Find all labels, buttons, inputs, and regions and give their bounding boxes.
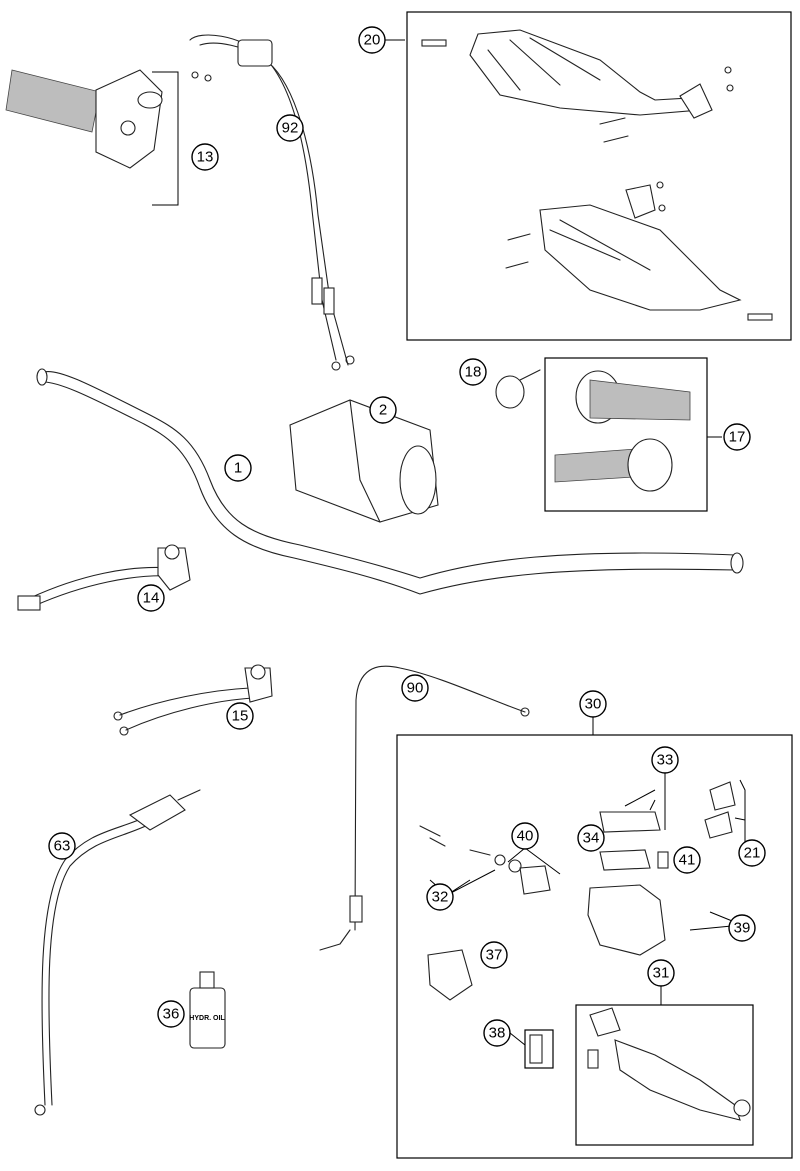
svg-text:92: 92 xyxy=(282,120,299,137)
handlebar xyxy=(36,368,744,595)
grips-group-frame xyxy=(544,357,708,512)
svg-text:90: 90 xyxy=(407,680,424,697)
callout-21: 21 xyxy=(738,839,766,867)
svg-text:17: 17 xyxy=(729,429,746,446)
brake-lever-frame xyxy=(575,1004,754,1146)
svg-text:36: 36 xyxy=(163,1006,180,1023)
callout-32: 32 xyxy=(426,883,454,911)
svg-text:30: 30 xyxy=(585,696,602,713)
callout-33: 33 xyxy=(651,746,679,774)
svg-text:1: 1 xyxy=(234,460,242,477)
svg-text:14: 14 xyxy=(143,590,160,607)
callout-39: 39 xyxy=(728,914,756,942)
grips xyxy=(554,370,722,492)
callout-63: 63 xyxy=(48,832,76,860)
callout-2: 2 xyxy=(369,396,397,424)
callout-38: 38 xyxy=(483,1019,511,1047)
svg-text:38: 38 xyxy=(489,1025,506,1042)
handguard-group-frame xyxy=(406,11,792,341)
hydraulic-oil-bottle: HYDR. OIL xyxy=(189,971,226,1049)
callout-40: 40 xyxy=(511,822,539,850)
svg-text:39: 39 xyxy=(734,920,751,937)
callout-13: 13 xyxy=(191,143,219,171)
callout-30: 30 xyxy=(579,690,607,718)
callout-17: 17 xyxy=(723,423,751,451)
callout-41: 41 xyxy=(673,846,701,874)
svg-text:37: 37 xyxy=(486,947,503,964)
callout-34: 34 xyxy=(577,824,605,852)
callout-15: 15 xyxy=(226,702,254,730)
svg-text:13: 13 xyxy=(197,149,214,166)
svg-text:63: 63 xyxy=(54,838,71,855)
throttle-grip-assembly xyxy=(5,69,179,206)
svg-text:33: 33 xyxy=(657,752,674,769)
pin-set-frame xyxy=(524,1029,554,1069)
cable-tie xyxy=(495,369,541,409)
svg-text:41: 41 xyxy=(679,852,696,869)
svg-text:15: 15 xyxy=(232,708,249,725)
svg-text:32: 32 xyxy=(432,889,449,906)
throttle-cables xyxy=(189,34,355,371)
svg-text:20: 20 xyxy=(364,32,381,49)
callout-1: 1 xyxy=(224,454,252,482)
bottle-label: HYDR. OIL xyxy=(189,1015,225,1022)
callout-90: 90 xyxy=(401,674,429,702)
brake-master-cylinder xyxy=(419,781,751,1121)
handguards xyxy=(421,29,773,321)
svg-text:21: 21 xyxy=(744,845,761,862)
callout-14: 14 xyxy=(137,584,165,612)
callout-37: 37 xyxy=(480,941,508,969)
brake-hose xyxy=(34,789,201,1116)
svg-text:18: 18 xyxy=(465,364,482,381)
handlebar-pad xyxy=(289,399,439,523)
clutch-cable xyxy=(319,665,530,951)
callout-31: 31 xyxy=(647,959,675,987)
svg-text:31: 31 xyxy=(653,965,670,982)
callout-36: 36 xyxy=(157,1000,185,1028)
brake-assembly-frame xyxy=(396,734,793,1159)
callout-20: 20 xyxy=(358,26,386,54)
svg-text:34: 34 xyxy=(583,830,600,847)
svg-text:40: 40 xyxy=(517,828,534,845)
callout-18: 18 xyxy=(459,358,487,386)
svg-text:2: 2 xyxy=(379,402,387,419)
callout-92: 92 xyxy=(276,114,304,142)
kill-switch xyxy=(17,544,191,611)
start-switch xyxy=(113,664,273,736)
